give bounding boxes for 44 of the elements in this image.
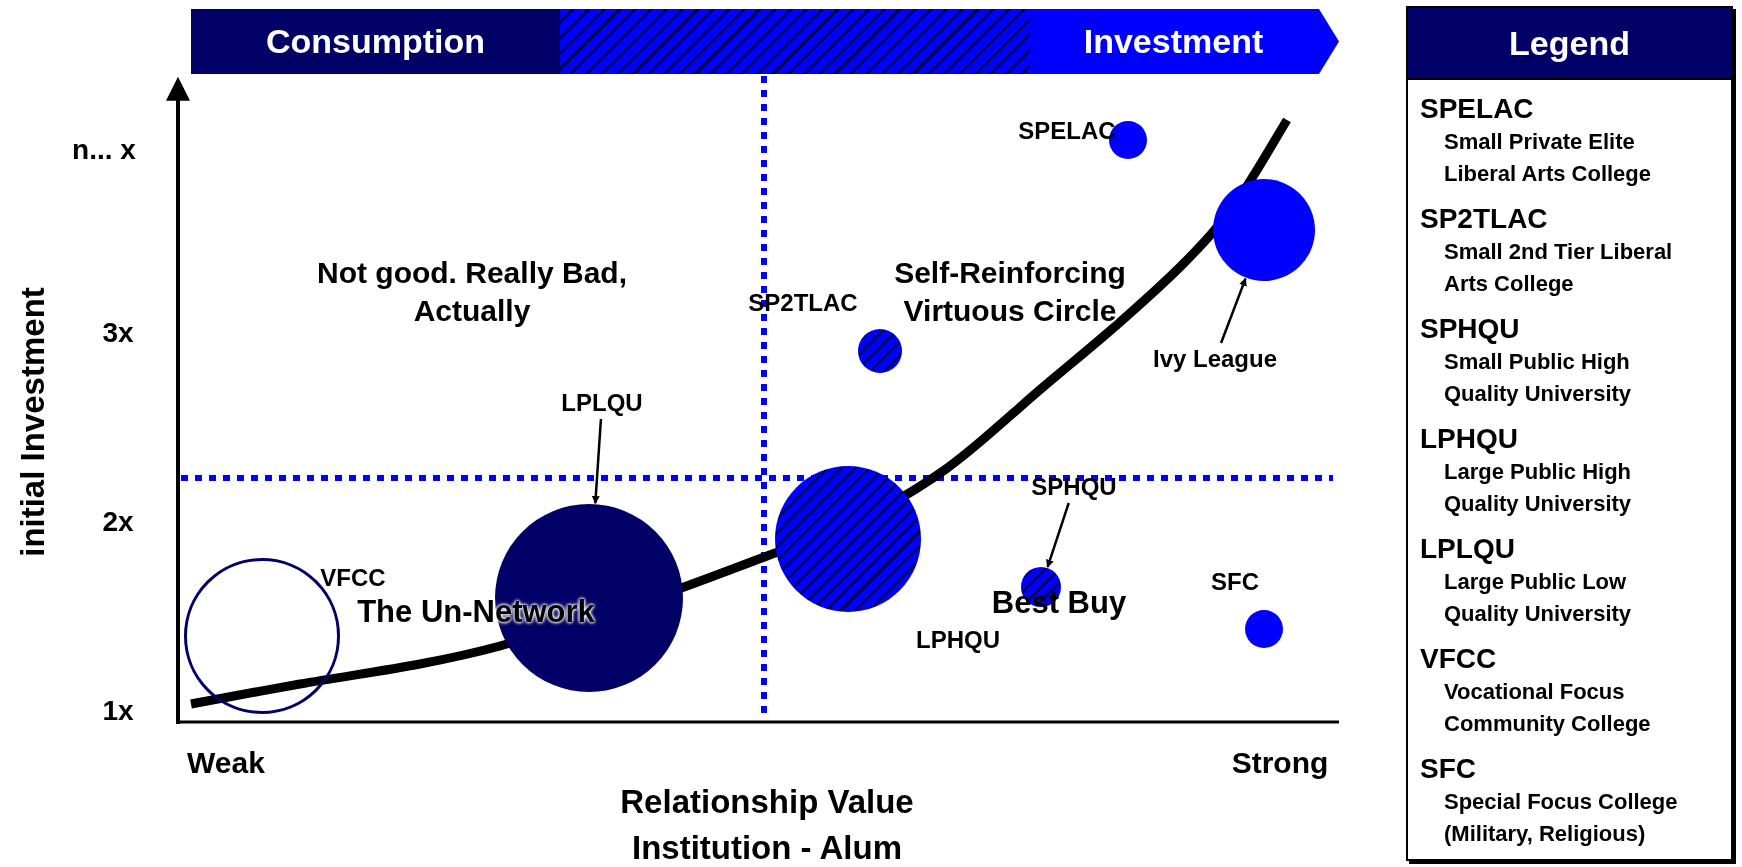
quadrant-label: Best Buy <box>991 583 1127 622</box>
legend-abbreviation: SP2TLAC <box>1420 202 1548 236</box>
bubble <box>1245 610 1283 648</box>
quadrant-label: Not good. Really Bad, Actually <box>316 255 628 329</box>
legend-abbreviation: VFCC <box>1420 642 1497 676</box>
axis-title: Relationship Value <box>620 782 914 823</box>
axis-tick-label: 2x <box>102 505 134 539</box>
legend-abbreviation: SPHQU <box>1420 312 1520 346</box>
legend-description: Vocational Focus Community College <box>1444 678 1652 738</box>
axis-end-label: Weak <box>187 744 265 781</box>
legend-panel <box>1406 6 1733 861</box>
bubble-label: SP2TLAC <box>748 288 858 318</box>
axis-end-label: Strong <box>1231 744 1329 781</box>
axis-tick-label: 1x <box>102 694 134 728</box>
quadrant-label: Self-Reinforcing Virtuous Circle <box>893 255 1127 329</box>
bubble-label: VFCC <box>320 563 386 593</box>
legend-description: Large Public Low Quality University <box>1444 568 1633 628</box>
arrow <box>591 418 603 504</box>
arrow <box>1046 502 1070 568</box>
legend-description: Special Focus College (Military, Religious) <box>1444 788 1679 848</box>
bubble-label: Ivy League <box>1152 345 1278 373</box>
legend-description: Large Public High Quality University <box>1444 458 1633 518</box>
legend-description: Small 2nd Tier Liberal Arts College <box>1444 238 1674 298</box>
axis-tick-label: 3x <box>102 316 134 350</box>
arrow <box>1219 277 1247 344</box>
legend-abbreviation: SFC <box>1420 752 1476 786</box>
axis-title: initial Investment <box>13 287 53 557</box>
axis-title: Institution - Alum <box>631 828 903 867</box>
bubble-label: SPELAC <box>1018 116 1116 146</box>
legend-description: Small Public High Quality University <box>1444 348 1633 408</box>
axis-tick-label: n... x <box>72 133 136 167</box>
band: Consumption <box>191 9 560 74</box>
bubble-label: LPHQU <box>916 625 1000 655</box>
arrow-band: Investment <box>1030 9 1339 74</box>
legend-abbreviation: LPLQU <box>1420 532 1515 566</box>
legend-abbreviation: SPELAC <box>1420 92 1534 126</box>
bubble-label: LPLQU <box>561 389 643 417</box>
bubble <box>858 329 902 373</box>
bubble-label: SFC <box>1211 567 1259 597</box>
hatched-band <box>560 9 1030 74</box>
bubble-label: SPHQU <box>1031 473 1117 501</box>
legend-header: Legend <box>1408 8 1731 80</box>
legend-abbreviation: LPHQU <box>1420 422 1518 456</box>
legend-description: Small Private Elite Liberal Arts College <box>1444 128 1652 188</box>
